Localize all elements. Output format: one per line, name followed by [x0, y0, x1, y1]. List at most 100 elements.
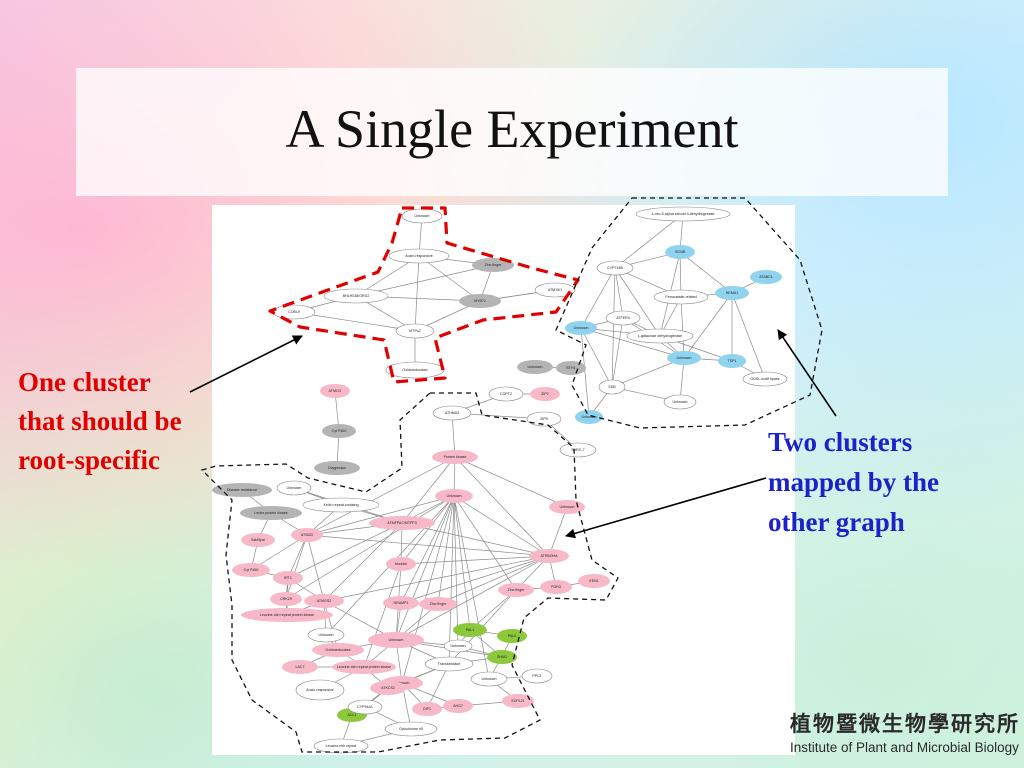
- network-node-label: Cyt P450: [244, 568, 259, 572]
- mapped-clusters-label-line: Two clusters: [768, 427, 913, 457]
- network-node-shape: [368, 632, 424, 648]
- network-edge: [679, 357, 685, 403]
- network-node-label: Zinc finger: [485, 263, 503, 267]
- network-edge: [580, 267, 616, 329]
- network-node-shape: [370, 681, 406, 695]
- network-node-shape: [212, 483, 272, 497]
- network-node: Cytochrome b5: [384, 721, 438, 737]
- network-node-shape: [565, 321, 597, 335]
- network-edge: [453, 495, 550, 557]
- network-node: NRAMP1: [383, 596, 419, 610]
- network-edge: [580, 327, 685, 359]
- network-node: SCPL21: [502, 694, 534, 708]
- network-node-label: Unknown: [582, 415, 597, 419]
- network-node-shape: [453, 623, 487, 637]
- network-node-label: Unknown: [673, 400, 688, 404]
- network-node-shape: [598, 379, 626, 395]
- network-edge: [306, 456, 456, 536]
- network-edge: [454, 456, 568, 508]
- network-edge: [614, 213, 684, 269]
- network-edge: [400, 555, 550, 565]
- network-node-label: BTH1: [566, 366, 575, 370]
- root-cluster-label: One cluster that should be root-specific: [18, 363, 238, 480]
- network-node-shape: [578, 574, 610, 588]
- blue-cluster-outline: [555, 197, 823, 429]
- network-node-shape: [270, 592, 302, 606]
- network-node: SDB: [598, 379, 626, 395]
- network-node-shape: [295, 679, 345, 701]
- network-node-label: Unknown: [574, 326, 589, 330]
- network-edge: [287, 534, 308, 579]
- network-node: LAC7: [282, 660, 318, 674]
- network-node: Unknown: [276, 480, 312, 496]
- network-node-label: ZIP2: [541, 392, 549, 396]
- network-node-label: PAL1: [466, 628, 475, 632]
- network-node: ATMFPAC/MTFP3: [369, 516, 435, 530]
- network-node: PAL1: [453, 623, 487, 637]
- network-node: Leucine-rich repeat protein kinase: [241, 608, 333, 622]
- network-node-label: Oxidoreductase: [402, 368, 427, 372]
- network-node-shape: [487, 650, 517, 664]
- network-node-label: ATMGS2: [317, 599, 332, 603]
- root-cluster-outline: [268, 206, 580, 384]
- pink-cluster-outline: [200, 392, 619, 753]
- network-node-shape: [307, 627, 345, 643]
- network-node: MYB72: [459, 294, 501, 308]
- network-node-label: Leucine-rich repeat protein kinase: [337, 665, 391, 669]
- root-cluster-label-line: One cluster: [18, 367, 151, 397]
- network-node-shape: [291, 528, 323, 542]
- network-node: AHG7: [443, 699, 473, 713]
- network-node-label: Nodulin: [395, 562, 407, 566]
- network-node-shape: [347, 699, 383, 715]
- network-node-shape: [653, 289, 709, 305]
- network-node-shape: [313, 738, 369, 754]
- network-node: CRK29: [270, 592, 302, 606]
- network-node-shape: [529, 549, 569, 563]
- slide-title: A Single Experiment: [285, 99, 739, 159]
- institute-name-english: Institute of Plant and Microbial Biology: [790, 740, 1019, 755]
- network-node-shape: [665, 245, 695, 259]
- network-node-label: CRK29: [280, 597, 292, 601]
- network-node-label: ATMFPAC/MTFP3: [387, 521, 416, 525]
- network-edge: [306, 495, 455, 536]
- network-node-label: Transketolase: [438, 662, 460, 666]
- network-node: MTPc2: [395, 323, 435, 339]
- network-node-shape: [419, 597, 457, 611]
- network-node-label: HEMA1: [726, 291, 738, 295]
- network-node: Unknown: [575, 410, 603, 424]
- arrow-to-pink-cluster: [565, 477, 767, 539]
- network-node-shape: [323, 288, 389, 304]
- title-band: A Single Experiment: [76, 68, 948, 196]
- network-node-label: EEN1: [589, 579, 598, 583]
- network-node: Leucine-rich repeat protein kinase: [332, 660, 396, 674]
- network-edge: [453, 495, 459, 647]
- network-node-label: Unknown: [560, 505, 575, 509]
- network-edge: [580, 327, 613, 388]
- network-node-label: Cyt P450: [332, 429, 347, 433]
- network-node: SHRC-7: [559, 442, 597, 458]
- network-node-shape: [559, 442, 597, 458]
- network-edge: [401, 495, 455, 684]
- network-edge: [285, 534, 308, 600]
- network-node: Unknown: [549, 500, 585, 514]
- network-node-label: ATMCG: [329, 389, 342, 393]
- network-node: Auxin-responsive: [388, 248, 450, 264]
- network-node: TSP1: [718, 354, 746, 368]
- network-node-label: ATRBOHA: [540, 554, 558, 558]
- network-node-shape: [667, 351, 701, 365]
- network-node-label: ZIP9: [540, 417, 548, 421]
- network-edge: [614, 267, 624, 319]
- network-node: ATFER4: [605, 310, 641, 326]
- network-node-shape: [517, 360, 553, 374]
- network-node-shape: [384, 721, 438, 737]
- network-node-label: ATHMA3: [445, 411, 459, 415]
- network-node-shape: [459, 294, 501, 308]
- network-edge: [454, 456, 550, 557]
- network-node-shape: [521, 668, 553, 684]
- network-node-label: Auxin-responsive: [405, 254, 433, 258]
- network-node-shape: [718, 354, 746, 368]
- network-node-shape: [540, 580, 572, 594]
- network-edge: [285, 495, 455, 600]
